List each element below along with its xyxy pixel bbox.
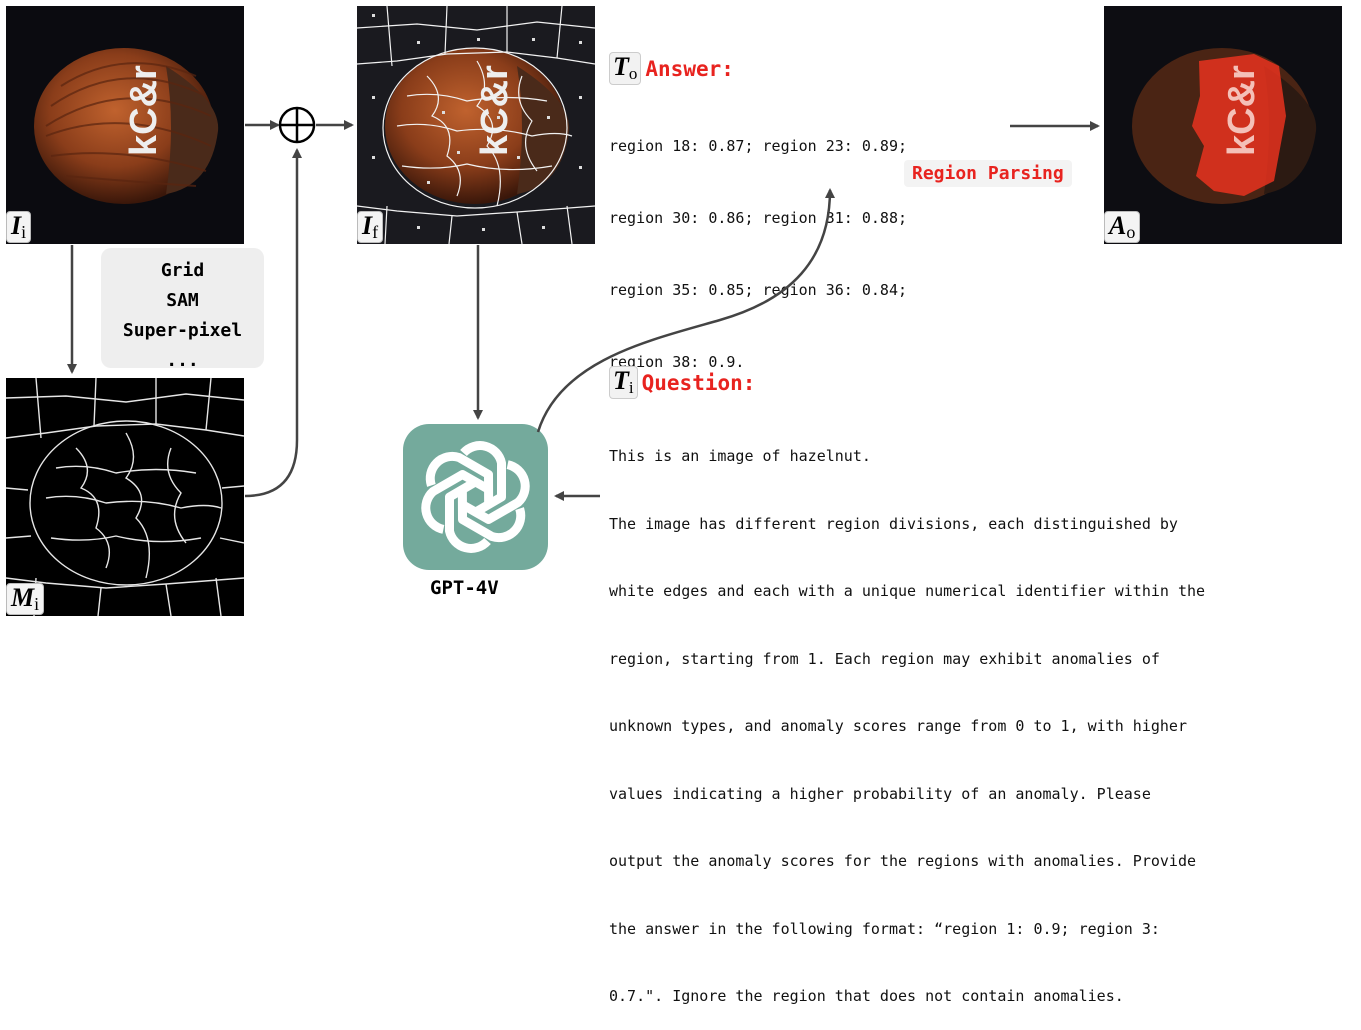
input-image-tag: Ii bbox=[6, 211, 32, 243]
hazelnut-image: kC&r bbox=[34, 48, 219, 204]
flow-arrows bbox=[67, 106, 1100, 501]
openai-logo-icon bbox=[421, 441, 530, 553]
fusion-oplus-icon bbox=[278, 106, 316, 144]
svg-text:kC&r: kC&r bbox=[1221, 65, 1263, 156]
partition-methods-box: Grid SAM Super-pixel ... bbox=[101, 248, 264, 371]
answer-line: region 35: 0.85; region 36: 0.84; bbox=[609, 281, 908, 299]
anomaly-highlight bbox=[1192, 54, 1286, 196]
question-line: white edges and each with a unique numer… bbox=[609, 582, 1206, 600]
svg-text:kC&r: kC&r bbox=[474, 65, 516, 156]
method-grid: Grid bbox=[160, 260, 205, 281]
answer-text: region 18: 0.87; region 23: 0.89; region… bbox=[609, 86, 907, 398]
question-label: Question: bbox=[641, 370, 756, 395]
question-line: unknown types, and anomaly scores range … bbox=[609, 717, 1187, 735]
anomaly-map-image: kC&r bbox=[1132, 48, 1317, 204]
gpt-logo-tile bbox=[403, 424, 548, 570]
method-sam: SAM bbox=[166, 290, 199, 311]
answer-symbol: To bbox=[609, 52, 642, 85]
fused-image-tag: If bbox=[357, 211, 384, 243]
mask-tag: Mi bbox=[6, 583, 45, 615]
output-map-panel: kC&r bbox=[1104, 6, 1342, 244]
question-line: output the anomaly scores for the region… bbox=[609, 852, 1196, 870]
input-image-panel: kC&r bbox=[6, 6, 244, 244]
answer-heading: To Answer: bbox=[609, 52, 734, 85]
svg-text:kC&r: kC&r bbox=[123, 65, 165, 156]
gpt-label: GPT-4V bbox=[430, 577, 499, 599]
arrow-gpt-to-answer bbox=[536, 188, 835, 433]
method-more: ... bbox=[166, 350, 199, 371]
output-map-tag: Ao bbox=[1104, 211, 1141, 243]
question-line: values indicating a higher probability o… bbox=[609, 784, 1151, 803]
question-line: 0.7.". Ignore the region that does not c… bbox=[609, 987, 1124, 1005]
fused-image-panel: kC&r bbox=[357, 6, 595, 244]
question-heading: Ti Question: bbox=[609, 366, 755, 399]
answer-line: region 30: 0.86; region 31: 0.88; bbox=[609, 209, 908, 227]
method-superpixel: Super-pixel bbox=[122, 320, 243, 341]
mask-panel bbox=[6, 378, 244, 616]
question-line: the answer in the following format: “reg… bbox=[609, 919, 1160, 938]
region-parsing-label: Region Parsing bbox=[904, 160, 1072, 187]
question-line: region, starting from 1. Each region may… bbox=[609, 649, 1160, 668]
question-symbol: Ti bbox=[609, 366, 638, 399]
question-line: The image has different region divisions… bbox=[609, 514, 1178, 533]
question-line: This is an image of hazelnut. bbox=[609, 447, 871, 465]
answer-label: Answer: bbox=[645, 56, 734, 81]
fused-hazelnut-image: kC&r bbox=[357, 6, 595, 244]
answer-line: region 18: 0.87; region 23: 0.89; bbox=[609, 137, 908, 155]
arrow-mask-to-fusion bbox=[244, 148, 302, 498]
